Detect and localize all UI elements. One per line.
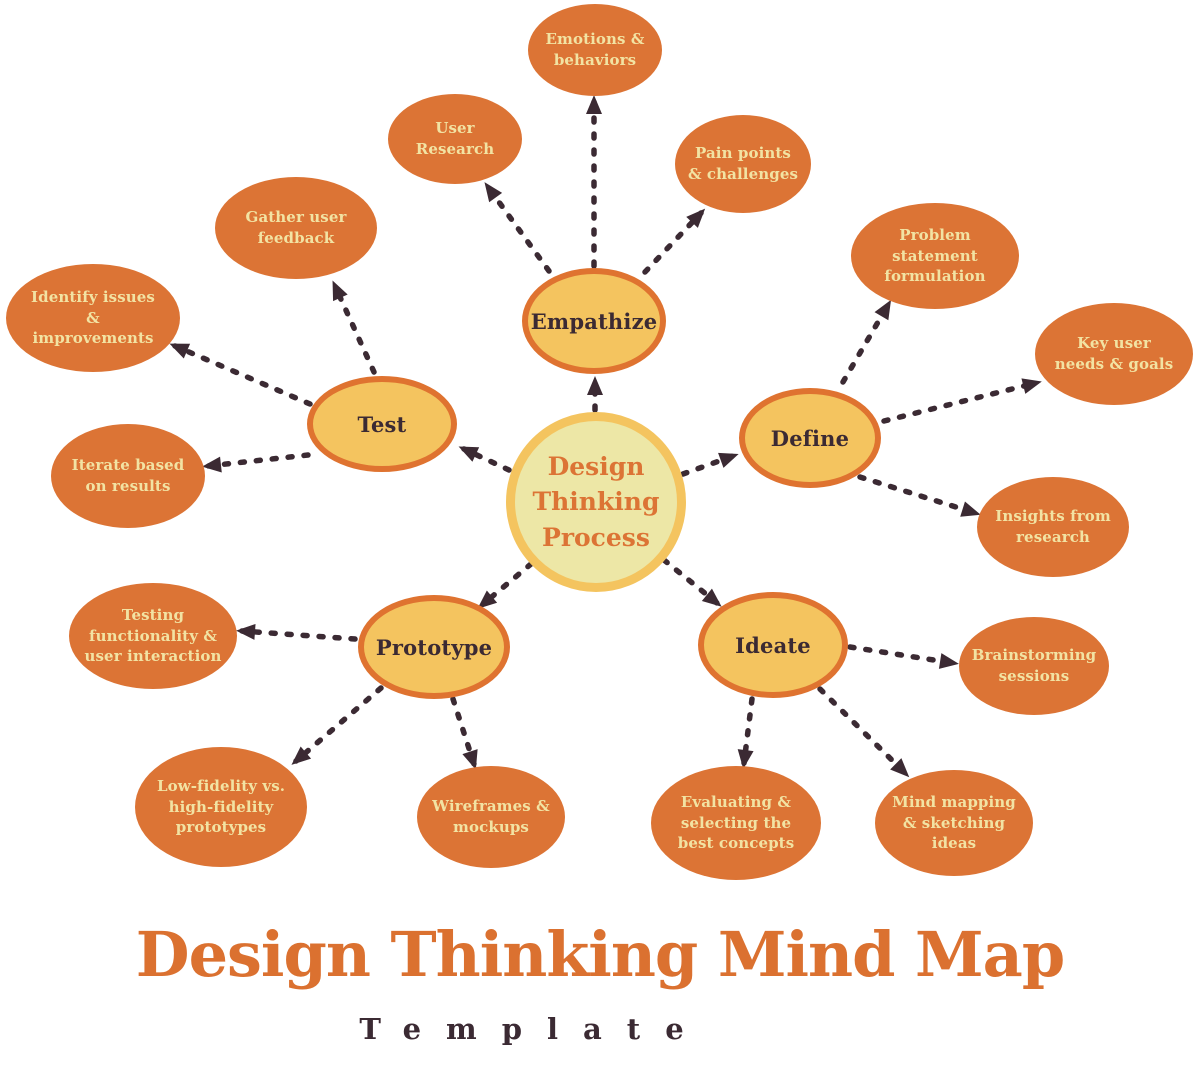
sub-label: Iterate based on results bbox=[71, 456, 185, 495]
arrow-define-to-problem bbox=[840, 299, 892, 385]
node-test[interactable]: Test bbox=[307, 376, 457, 472]
diagram-title: Design Thinking Mind Map bbox=[135, 918, 1065, 991]
sub-label: Pain points & challenges bbox=[687, 144, 799, 183]
sub-label: Evaluating & selecting the best concepts bbox=[677, 792, 795, 853]
node-low-vs-high-fidelity-prototypes[interactable]: Low-fidelity vs. high-fidelity prototype… bbox=[135, 747, 307, 867]
node-brainstorming-sessions[interactable]: Brainstorming sessions bbox=[959, 617, 1109, 715]
sub-label: Key user needs & goals bbox=[1054, 334, 1174, 373]
diagram-subtitle: Template bbox=[0, 1008, 1200, 1050]
node-emotions-behaviors[interactable]: Emotions & behaviors bbox=[528, 4, 662, 96]
arrow-prototype-to-wireframes bbox=[450, 696, 478, 770]
node-user-research[interactable]: User Research bbox=[388, 94, 522, 184]
arrow-center-to-ideate bbox=[661, 557, 722, 607]
node-identify-issues-improvements[interactable]: Identify issues & improvements bbox=[6, 264, 180, 372]
sub-label: Gather user feedback bbox=[245, 208, 347, 247]
sub-label: User Research bbox=[415, 119, 495, 158]
stage-label: Empathize bbox=[530, 308, 658, 334]
sub-label: Wireframes & mockups bbox=[432, 797, 550, 836]
sub-label: Insights from research bbox=[995, 507, 1111, 546]
arrow-ideate-to-mind-mapping bbox=[817, 686, 910, 778]
node-prototype[interactable]: Prototype bbox=[358, 595, 510, 699]
arrow-center-to-prototype bbox=[477, 561, 534, 609]
node-problem-statement-formulation[interactable]: Problem statement formulation bbox=[851, 203, 1019, 309]
stage-label: Prototype bbox=[375, 634, 493, 660]
sub-label: Problem statement formulation bbox=[884, 225, 986, 286]
node-empathize[interactable]: Empathize bbox=[522, 268, 666, 374]
stage-label: Define bbox=[770, 425, 850, 451]
node-define[interactable]: Define bbox=[739, 388, 881, 488]
node-design-thinking-process[interactable]: Design Thinking Process bbox=[506, 412, 686, 592]
sub-label: Emotions & behaviors bbox=[545, 30, 645, 69]
sub-label: Brainstorming sessions bbox=[971, 646, 1097, 685]
node-pain-points-challenges[interactable]: Pain points & challenges bbox=[675, 115, 811, 213]
node-testing-functionality-interaction[interactable]: Testing functionality & user interaction bbox=[69, 583, 237, 689]
arrow-empathize-to-user-research bbox=[484, 182, 552, 274]
arrow-center-to-test bbox=[458, 446, 512, 473]
node-wireframes-mockups[interactable]: Wireframes & mockups bbox=[417, 766, 565, 868]
arrow-ideate-to-brainstorming bbox=[847, 644, 959, 669]
arrow-test-to-identify-issues bbox=[169, 343, 313, 407]
arrow-empathize-to-pain-points bbox=[642, 208, 706, 275]
node-ideate[interactable]: Ideate bbox=[698, 592, 848, 698]
sub-label: Testing functionality & user interaction bbox=[84, 605, 222, 666]
arrow-test-to-iterate bbox=[202, 452, 311, 473]
arrow-define-to-insights bbox=[857, 474, 981, 517]
node-iterate-based-on-results[interactable]: Iterate based on results bbox=[51, 424, 205, 528]
node-mind-mapping-sketching[interactable]: Mind mapping & sketching ideas bbox=[875, 770, 1033, 876]
arrow-define-to-key-user bbox=[881, 378, 1042, 424]
stage-label: Ideate bbox=[735, 632, 811, 658]
diagram-subtitle-text: Template bbox=[359, 1012, 709, 1046]
arrow-test-to-gather-feedback bbox=[332, 280, 377, 375]
node-gather-user-feedback[interactable]: Gather user feedback bbox=[215, 177, 377, 279]
sub-label: Low-fidelity vs. high-fidelity prototype… bbox=[156, 776, 286, 837]
node-key-user-needs-goals[interactable]: Key user needs & goals bbox=[1035, 303, 1193, 405]
arrow-center-to-define bbox=[680, 452, 739, 477]
arrow-ideate-to-evaluating bbox=[737, 696, 755, 769]
stage-label: Test bbox=[357, 411, 407, 437]
sub-label: Mind mapping & sketching ideas bbox=[892, 792, 1016, 853]
arrow-prototype-to-testing-functionality bbox=[236, 623, 358, 642]
hub-label: Design Thinking Process bbox=[532, 451, 660, 552]
node-insights-from-research[interactable]: Insights from research bbox=[977, 477, 1129, 577]
sub-label: Identify issues & improvements bbox=[31, 287, 155, 348]
node-evaluating-selecting-concepts[interactable]: Evaluating & selecting the best concepts bbox=[651, 766, 821, 880]
arrow-prototype-to-low-fidelity bbox=[291, 685, 384, 765]
